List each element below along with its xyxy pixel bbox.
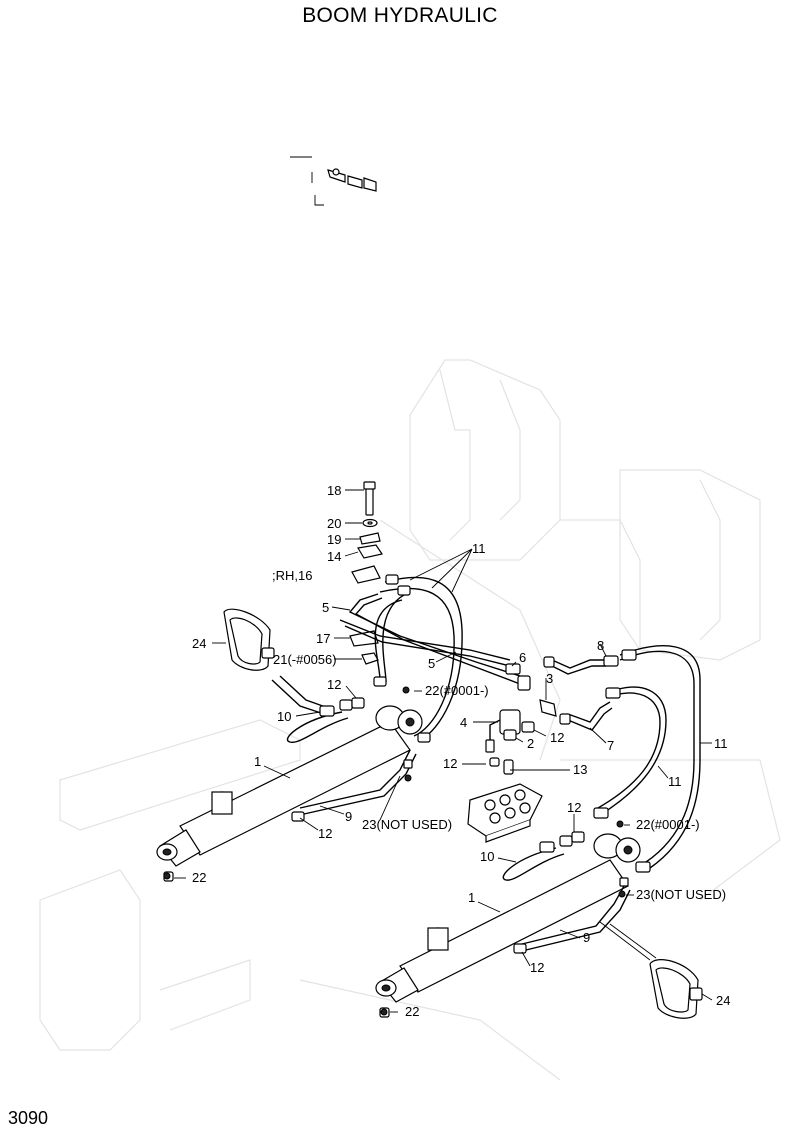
callout-22-upper-left: 22(#0001-): [425, 683, 489, 698]
leader-lines: [174, 489, 713, 1013]
callout-7: 7: [607, 738, 614, 753]
callout-1-left: 1: [254, 754, 261, 769]
callout-18: 18: [327, 483, 341, 498]
callout-16-rh: ;RH,16: [272, 568, 312, 583]
callout-20: 20: [327, 516, 341, 531]
callout-23-right: 23(NOT USED): [636, 887, 726, 902]
callout-10-left: 10: [277, 709, 291, 724]
callout-3: 3: [546, 671, 553, 686]
callout-10-right: 10: [480, 849, 494, 864]
control-valve: [467, 783, 543, 843]
callouts: 18 20 19 14 ;RH,16 11 5 24 17 21(-#0056)…: [192, 483, 730, 1019]
callout-19: 19: [327, 532, 341, 547]
hose-10-right: [502, 831, 585, 881]
cylinder-left: [156, 705, 423, 882]
callout-12-valve: 12: [443, 756, 457, 771]
guard-24-left: [223, 608, 275, 671]
callout-5-upper: 5: [322, 600, 329, 615]
clamp-stack: [349, 481, 383, 665]
callout-1-right: 1: [468, 890, 475, 905]
callout-21: 21(-#0056): [273, 652, 337, 667]
callout-22-right-upper: 22(#0001-): [636, 817, 700, 832]
callout-12-upper-left: 12: [327, 677, 341, 692]
callout-22-left-eye: 22: [192, 870, 206, 885]
callout-12-center: 12: [550, 730, 564, 745]
callout-9-left: 9: [345, 809, 352, 824]
steel-lines-5: [339, 593, 521, 685]
callout-2: 2: [527, 736, 534, 751]
page-title: BOOM HYDRAULIC: [302, 4, 498, 27]
callout-13: 13: [573, 762, 587, 777]
callout-12-lower-right: 12: [530, 960, 544, 975]
callout-11-upper: 11: [472, 541, 486, 556]
callout-11-far-right: 11: [714, 736, 728, 751]
machine-frame-ghost: [39, 359, 781, 1081]
pipes-8-7: [543, 655, 619, 731]
center-fittings: [485, 663, 557, 775]
callout-14: 14: [327, 549, 341, 564]
callout-24-left: 24: [192, 636, 206, 651]
callout-8: 8: [597, 638, 604, 653]
detail-inset: [290, 156, 377, 206]
hose-10-left: [271, 675, 365, 743]
callout-12-right-upper: 12: [567, 800, 581, 815]
callout-17: 17: [316, 631, 330, 646]
small-fittings: [163, 686, 626, 1016]
callout-11-right: 11: [668, 774, 682, 789]
page-number: 3090: [8, 1108, 49, 1128]
hose-11-right: [593, 645, 701, 873]
callout-5-lower: 5: [428, 656, 435, 671]
callout-6: 6: [519, 650, 526, 665]
callout-12-lower-left: 12: [318, 826, 332, 841]
cylinder-right: [375, 833, 641, 1018]
callout-4: 4: [460, 715, 467, 730]
callout-23-left: 23(NOT USED): [362, 817, 452, 832]
callout-22-right-eye: 22: [405, 1004, 419, 1019]
callout-9-right: 9: [583, 930, 590, 945]
callout-24-right: 24: [716, 993, 730, 1008]
guard-24-right: [649, 959, 703, 1019]
